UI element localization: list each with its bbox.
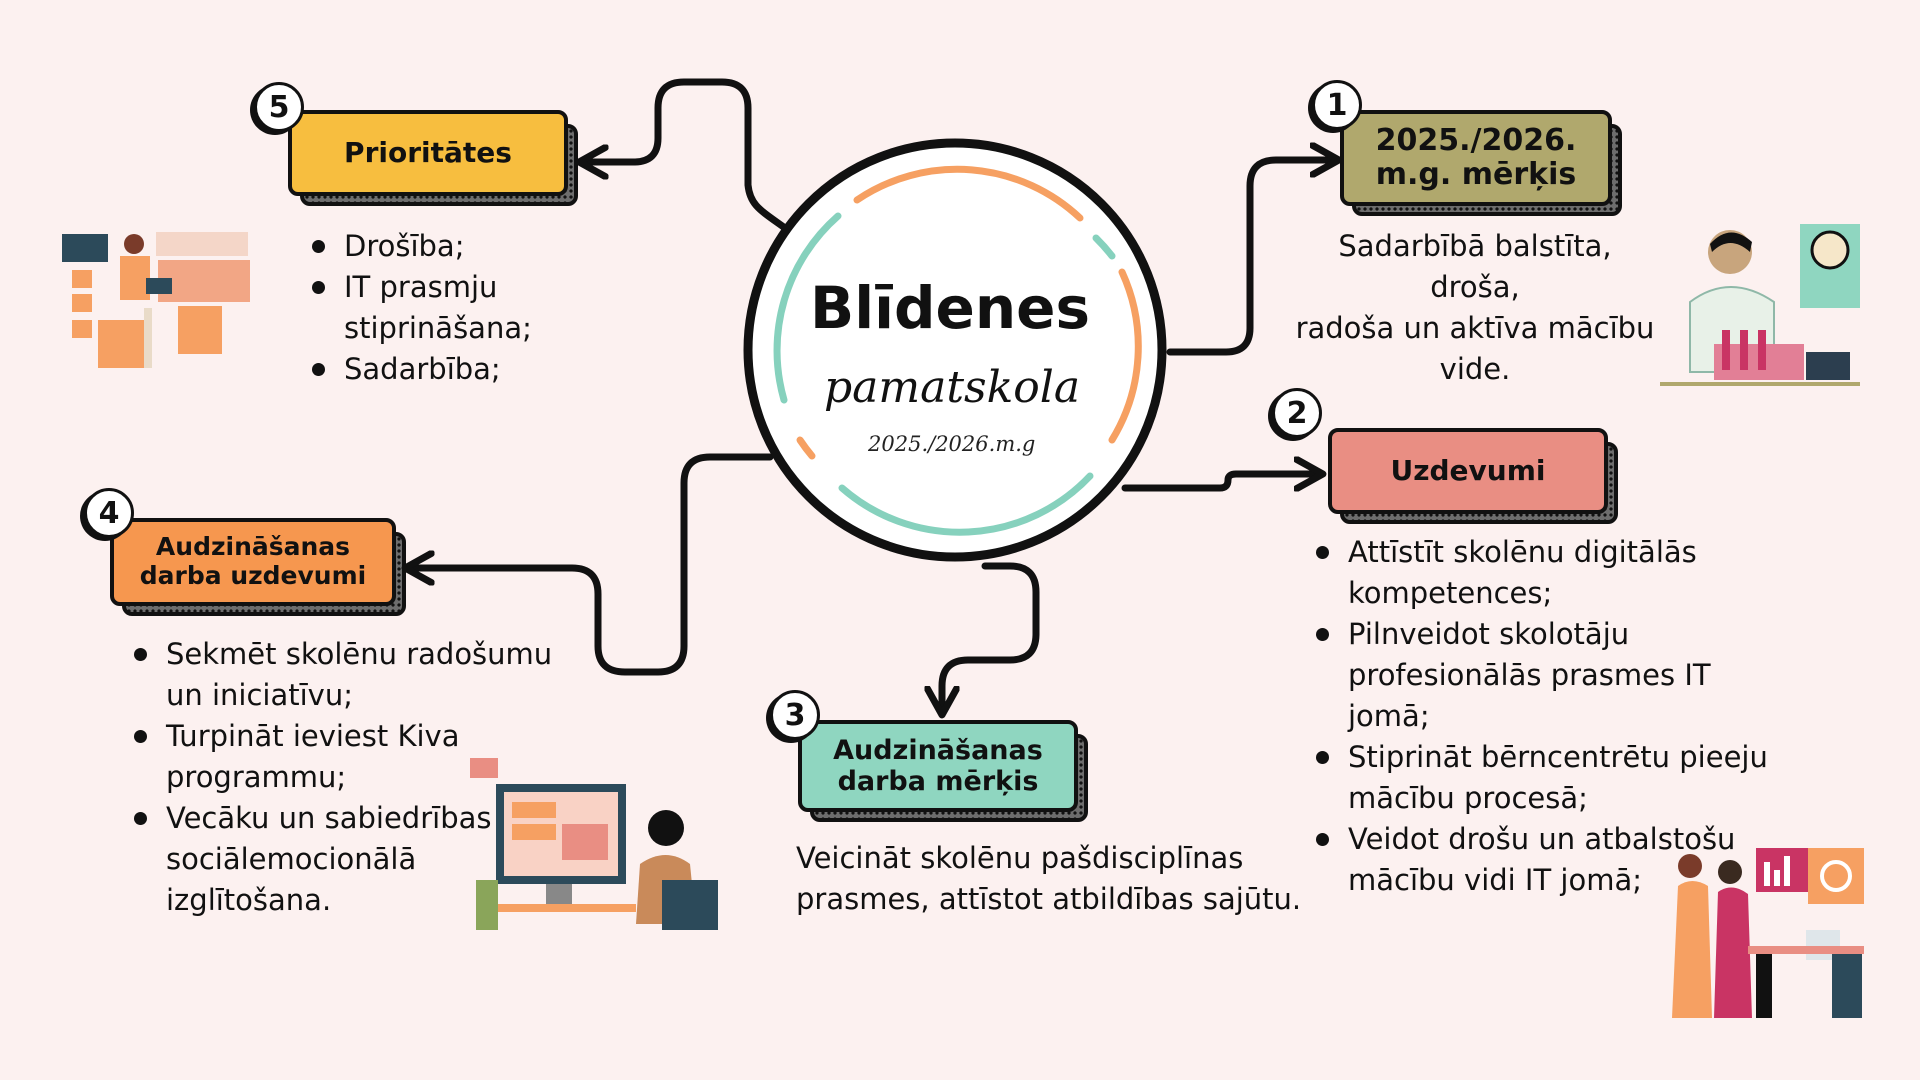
- uzdevumi-list: Attīstīt skolēnu digitālās kompetences; …: [1314, 532, 1784, 901]
- goal-text-line: Sadarbībā balstīta, droša,: [1338, 229, 1612, 304]
- list-item: Drošība;: [310, 226, 580, 267]
- list-item: Attīstīt skolēnu digitālās kompetences;: [1314, 532, 1784, 614]
- prioritates-list: Drošība; IT prasmju stiprināšana; Sadarb…: [310, 226, 580, 390]
- center-year: 2025./2026.m.g: [868, 432, 1036, 456]
- connector-1: [1166, 160, 1336, 356]
- audz-merkis-text-line: Veicināt skolēnu pašdisciplīnas: [796, 841, 1244, 875]
- list-item: Stiprināt bērncentrētu pieeju mācību pro…: [1314, 737, 1784, 819]
- number-badge-2: 2: [1272, 388, 1322, 438]
- goal-box: 2025./2026. m.g. mērķis: [1340, 110, 1622, 216]
- goal-text: Sadarbībā balstīta, droša, radoša un akt…: [1290, 226, 1660, 390]
- list-item: Pilnveidot skolotāju profesionālās prasm…: [1314, 614, 1784, 737]
- goal-title-line2: m.g. mērķis: [1375, 157, 1577, 192]
- illustration-designer-at-computer: [470, 758, 718, 930]
- center-title: Blīdenes: [810, 274, 1090, 342]
- prioritates-title: Prioritātes: [344, 135, 512, 169]
- number-badge-3: 3: [770, 690, 820, 740]
- connector-2: [1121, 474, 1320, 492]
- audz-merkis-box: Audzināšanas darba mērķis: [798, 720, 1088, 822]
- list-item: Turpināt ieviest Kiva programmu;: [132, 716, 562, 798]
- uzdevumi-title: Uzdevumi: [1390, 453, 1546, 487]
- list-item: Sadarbība;: [310, 349, 580, 390]
- goal-text-line: radoša un aktīva mācību: [1295, 311, 1655, 345]
- audz-uzdevumi-box: Audzināšanas darba uzdevumi: [110, 518, 406, 616]
- audz-merkis-text: Veicināt skolēnu pašdisciplīnas prasmes,…: [796, 838, 1316, 920]
- list-item: IT prasmju stiprināšana;: [310, 267, 580, 349]
- connector-3: [942, 562, 1040, 712]
- list-item: Veidot drošu un atbalstošu mācību vidi I…: [1314, 819, 1784, 901]
- connector-5: [582, 78, 789, 232]
- connector-4: [408, 453, 774, 676]
- uzdevumi-box: Uzdevumi: [1328, 428, 1618, 524]
- list-item: Vecāku un sabiedrības sociālemocionālā i…: [132, 798, 562, 921]
- audz-uzdevumi-list: Sekmēt skolēnu radošumu un iniciatīvu; T…: [132, 634, 562, 921]
- audz-merkis-title-line2: darba mērķis: [837, 766, 1039, 797]
- audz-uzdevumi-title-line2: darba uzdevumi: [139, 561, 367, 590]
- audz-uzdevumi-title-line1: Audzināšanas: [155, 532, 351, 562]
- goal-text-line: vide.: [1439, 352, 1511, 386]
- number-badge-5: 5: [254, 82, 304, 132]
- goal-title-line1: 2025./2026.: [1375, 122, 1577, 158]
- illustration-scientist: [1660, 224, 1860, 386]
- list-item: Sekmēt skolēnu radošumu un iniciatīvu;: [132, 634, 562, 716]
- center-subtitle: pamatskola: [824, 362, 1081, 413]
- number-badge-1: 1: [1312, 80, 1362, 130]
- number-badge-4: 4: [84, 488, 134, 538]
- center-circle: [743, 138, 1167, 562]
- prioritates-box: Prioritātes: [288, 110, 578, 206]
- audz-merkis-text-line: prasmes, attīstot atbildības sajūtu.: [796, 882, 1302, 916]
- audz-merkis-title-line1: Audzināšanas: [833, 734, 1043, 766]
- illustration-meeting-whiteboard: [1672, 848, 1864, 1018]
- illustration-remote-worker: [62, 232, 250, 368]
